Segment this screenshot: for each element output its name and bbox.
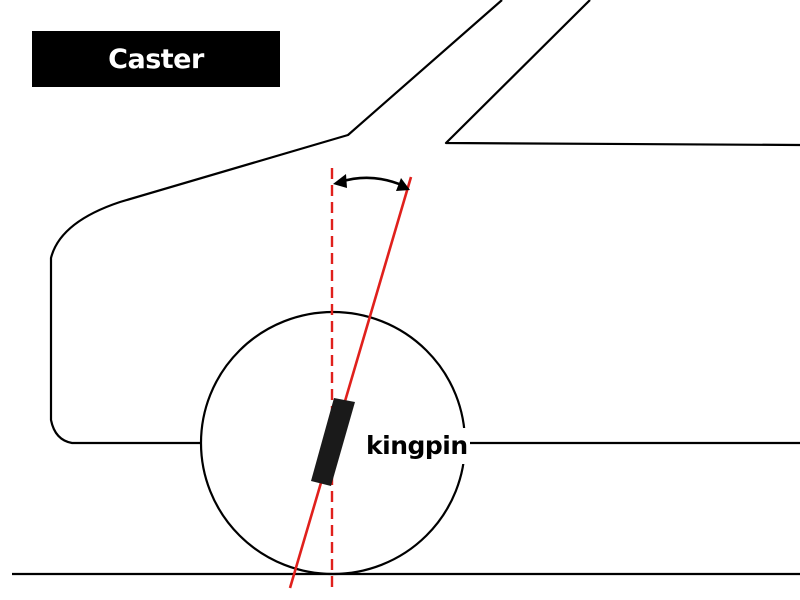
kingpin-block <box>311 398 355 486</box>
arc-arrowhead-right <box>396 178 410 191</box>
kingpin-axis-line <box>288 176 413 589</box>
title-badge: Caster <box>32 31 280 87</box>
kingpin-label: kingpin <box>364 428 470 464</box>
arc-arrowhead-left <box>333 174 347 188</box>
caster-angle-arc <box>339 176 405 188</box>
car-body-outline <box>49 0 503 445</box>
windshield-outline <box>444 0 800 147</box>
